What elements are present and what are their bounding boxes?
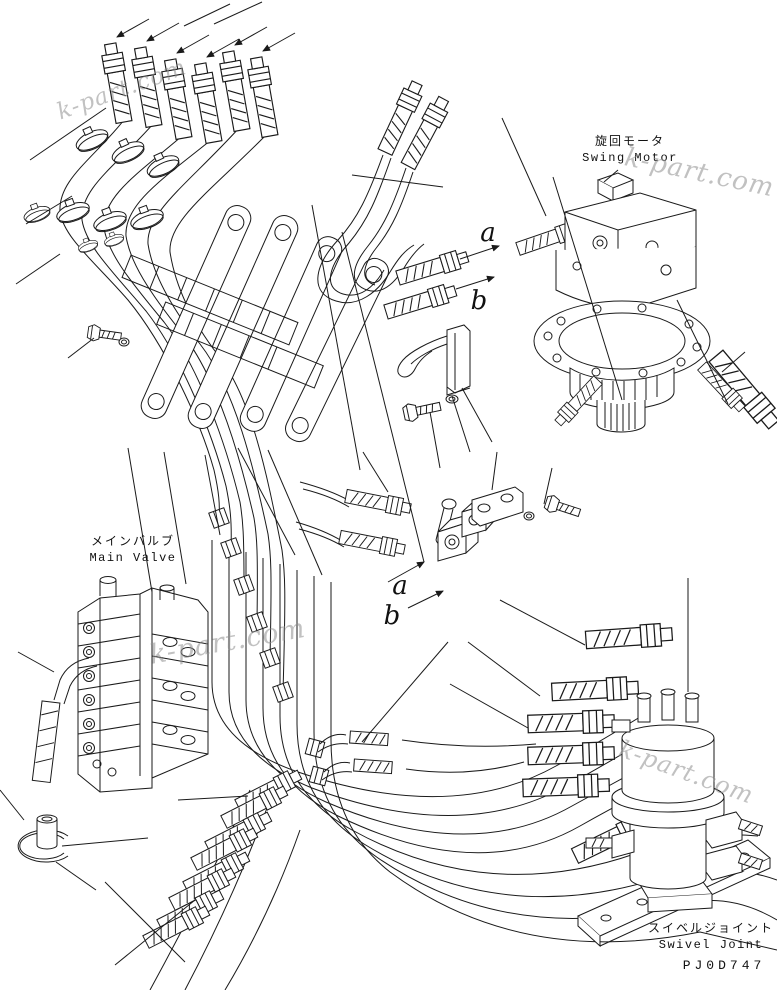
drawing-number: PJ0D747 bbox=[682, 958, 766, 973]
swivel-joint-label: スイベルジョイント Swivel Joint bbox=[645, 921, 777, 953]
main-valve-label: メインバルブ Main Valve bbox=[63, 534, 203, 566]
main-valve-label-jp: メインバルブ bbox=[90, 534, 175, 548]
callout-arrows-top bbox=[116, 1, 296, 58]
swing-motor-label: 旋回モータ Swing Motor bbox=[556, 134, 704, 166]
centre-valve-assembly bbox=[295, 481, 583, 562]
swivel-joint-drawing bbox=[577, 688, 771, 948]
main-valve-label-en: Main Valve bbox=[89, 551, 177, 565]
elbow-fittings-bottom bbox=[304, 730, 393, 787]
u-shaped-hoses bbox=[317, 78, 453, 304]
view-arrows bbox=[387, 244, 500, 609]
view-label-a-top: a bbox=[480, 218, 496, 248]
hose-ends-bottom-left bbox=[141, 766, 305, 951]
clamp-plate-assembly bbox=[121, 204, 389, 443]
swivel-joint-label-jp: スイベルジョイント bbox=[647, 921, 774, 935]
swing-motor-drawing bbox=[533, 172, 749, 433]
view-label-b-mid: b bbox=[383, 601, 401, 631]
swivel-joint-label-en: Swivel Joint bbox=[658, 938, 764, 952]
view-label-b-top: b bbox=[470, 286, 488, 316]
swing-motor-label-jp: 旋回モータ bbox=[594, 134, 665, 148]
mounting-bracket-drawing bbox=[397, 324, 471, 424]
main-valve-drawing bbox=[31, 507, 294, 793]
hose-clamps bbox=[20, 120, 183, 347]
view-label-a-mid: a bbox=[392, 571, 408, 601]
leader-lines bbox=[0, 107, 746, 966]
retaining-ring-drawing bbox=[17, 814, 69, 863]
view-ab-fittings bbox=[382, 247, 471, 322]
swing-motor-label-en: Swing Motor bbox=[582, 151, 678, 165]
